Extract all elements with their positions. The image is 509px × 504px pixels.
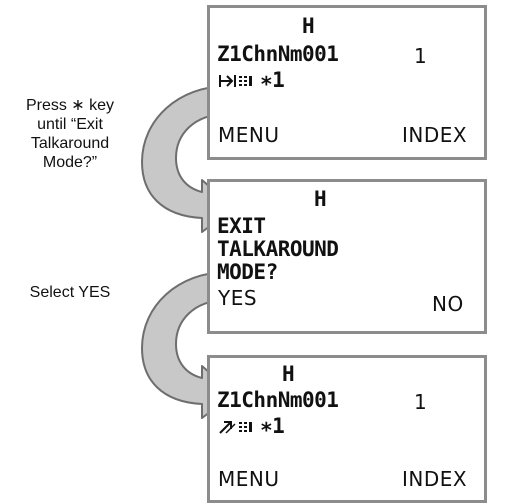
header-indicator: H (314, 187, 327, 211)
channel-name: Z1ChnNm001 (217, 388, 339, 412)
index-softkey[interactable]: INDEX (402, 467, 468, 491)
zone-number: 1 (414, 390, 427, 414)
display-screen-exit-talkaround: H EXIT TALKAROUND MODE? YES NO (207, 179, 487, 334)
channel-name: Z1ChnNm001 (217, 42, 339, 66)
yes-softkey[interactable]: YES (218, 286, 258, 310)
signal-bars-icon (239, 76, 252, 86)
prompt-line-1: EXIT (217, 214, 266, 238)
scan-status: ∗1 (260, 68, 285, 92)
signal-bars-icon (239, 422, 252, 432)
menu-softkey[interactable]: MENU (218, 123, 280, 147)
repeater-icon (219, 421, 236, 434)
scan-status: ∗1 (260, 414, 285, 438)
header-indicator: H (302, 14, 315, 38)
index-softkey[interactable]: INDEX (402, 123, 468, 147)
prompt-line-2: TALKAROUND (217, 237, 339, 261)
display-screen-home: H Z1ChnNm001 1 ∗1 MENU INDEX (207, 5, 487, 160)
prompt-line-3: MODE? (217, 260, 278, 284)
direct-talkaround-icon (219, 75, 236, 87)
zone-number: 1 (414, 44, 427, 68)
press-star-caption: Press ∗ key until “Exit Talkaround Mode?… (25, 97, 115, 171)
menu-softkey[interactable]: MENU (218, 467, 280, 491)
no-softkey[interactable]: NO (432, 292, 464, 316)
display-screen-repeater: H Z1ChnNm001 1 ∗1 MENU INDEX (207, 355, 487, 503)
header-indicator: H (282, 362, 295, 386)
select-yes-caption: Select YES (29, 284, 111, 301)
